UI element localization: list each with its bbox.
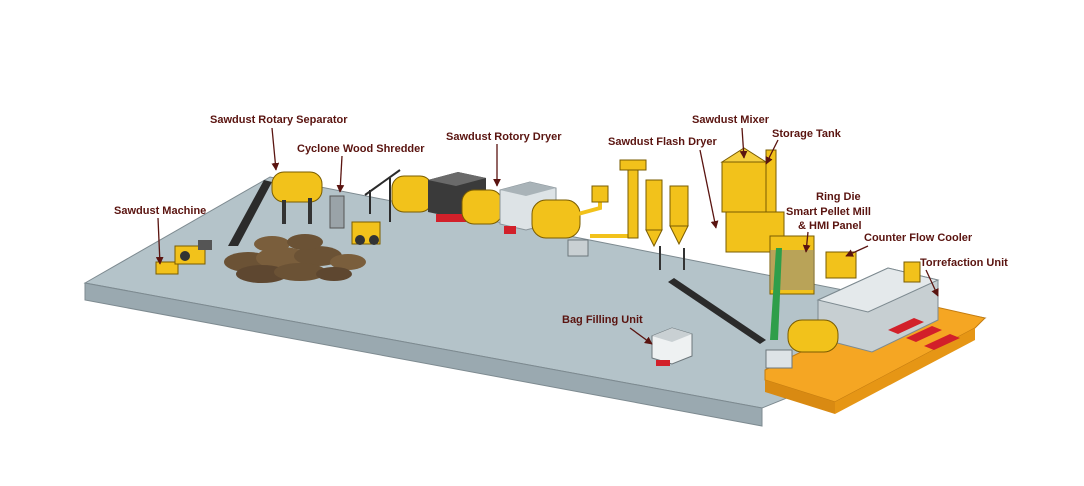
label-storage-tank: Storage Tank xyxy=(772,128,841,140)
sawdust-machine xyxy=(155,240,212,275)
label-hmi-panel: & HMI Panel xyxy=(798,220,862,232)
label-sawdust-machine: Sawdust Machine xyxy=(114,205,207,217)
torrefaction-building xyxy=(816,261,940,353)
separator-conveyor xyxy=(228,180,272,246)
label-counter-flow-cooler: Counter Flow Cooler xyxy=(864,232,973,244)
counter-flow-cooler xyxy=(825,251,857,279)
label-arrows xyxy=(155,127,939,345)
label-smart-pellet-mill: Smart Pellet Mill xyxy=(786,206,871,218)
flash-dryer xyxy=(591,159,689,270)
red-bins xyxy=(888,318,960,350)
final-drum xyxy=(765,319,839,369)
rotary-dryer-3 xyxy=(531,199,589,257)
label-rotory-dryer: Sawdust Rotory Dryer xyxy=(446,131,562,143)
label-mixer: Sawdust Mixer xyxy=(692,114,770,126)
bag-filling-unit xyxy=(651,327,693,366)
label-ring-die: Ring Die xyxy=(816,191,861,203)
label-flash-dryer: Sawdust Flash Dryer xyxy=(608,136,717,148)
label-torrefaction-unit: Torrefaction Unit xyxy=(920,257,1008,269)
label-wood-shredder: Cyclone Wood Shredder xyxy=(297,143,425,155)
label-rotary-separator: Sawdust Rotary Separator xyxy=(210,114,348,126)
storage-tank xyxy=(720,147,777,217)
inclined-conveyor xyxy=(668,278,766,344)
wood-shredder xyxy=(329,195,381,245)
sawdust-piles xyxy=(224,234,366,283)
rotary-separator xyxy=(271,171,323,224)
rotary-dryer-2 xyxy=(461,189,503,225)
green-conveyor xyxy=(770,248,782,340)
rotary-dryer-1 xyxy=(391,175,433,213)
dryer-frame xyxy=(364,169,401,222)
label-bag-filling-unit: Bag Filling Unit xyxy=(562,314,643,326)
